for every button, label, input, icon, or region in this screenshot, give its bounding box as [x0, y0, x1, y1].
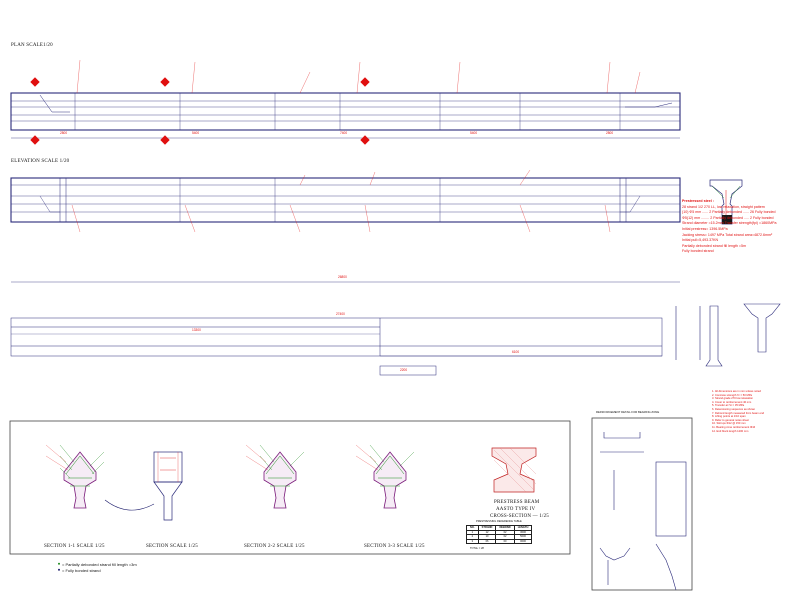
table-cell: 00: [495, 538, 515, 545]
strand-dim-2: 13300: [192, 328, 201, 332]
note2-line: 11. Bearing zone reinforcement Φ16: [712, 425, 756, 429]
sections-frame: [9, 420, 571, 555]
note2-line: 9. Refer to general notes sheet: [712, 418, 749, 422]
legend-debonded: = Partially debonded strand fill length …: [62, 562, 137, 567]
note-line: (10) Φ5 mm ...... 2 Partially debonded .…: [682, 210, 776, 215]
section-1-1-title: SECTION 1-1 SCALE 1/25: [44, 544, 105, 549]
table-total: TOTAL = 28: [470, 547, 484, 550]
note2-line: 12. End block length 1200 mm: [712, 429, 749, 433]
table-cell: 06: [477, 538, 497, 545]
legend: = Partially debonded strand fill length …: [62, 562, 137, 574]
table-cell: 0000: [513, 538, 533, 545]
section-2-2: [259, 444, 305, 509]
legend-bonded-mark: [58, 568, 60, 571]
table-title: PRESTRESSING REFERENCE TABLE: [476, 520, 522, 523]
aashto-beam-section: [491, 447, 537, 493]
plan-dim-5: 2800: [606, 131, 614, 135]
note-line: Fully bonded strand: [682, 249, 714, 254]
section-leaders: [45, 444, 379, 471]
elevation-view: [10, 177, 681, 283]
prestress-notes: Prestressed steel : 28 strand 1/2 270 LL…: [682, 199, 776, 255]
elevation-leaders: [71, 169, 611, 233]
beam-title-2: AASTO TYPE IV: [496, 507, 536, 512]
strand-dim-3: 6100: [512, 350, 520, 354]
section-1-1: [59, 444, 105, 509]
note2-line: 3. Strand grade 270 low relaxation: [712, 397, 753, 401]
note2-line: 4. Cover to reinforcement 40 mm: [712, 400, 752, 404]
note-line: Jacking stress= 1497 MPa Total strand ar…: [682, 232, 773, 237]
section-3-3: [369, 444, 415, 509]
section-3-3-title: SECTION 3-3 SCALE 1/25: [364, 544, 425, 549]
note2-line: 2. Concrete strength f'c = 50 MPa: [712, 393, 753, 397]
note-line: Initial pull=5,493.37KN: [682, 238, 719, 243]
note-line: Φ5(12) mm ........ 2 Partially debonded …: [682, 215, 774, 220]
note2-line: 5. Transfer at f'ci = 35 MPa: [712, 404, 745, 408]
total-length-dim: 26800: [338, 275, 347, 279]
table-cell: 3: [466, 538, 479, 545]
end-detail: [675, 303, 781, 367]
note-line: Initial prestress= 1396.5MPa: [682, 226, 728, 231]
table-row: 3 06 00 0000: [466, 538, 533, 545]
plan-title: PLAN SCALE1/20: [11, 43, 53, 48]
end-section: [709, 179, 743, 225]
section-a: [104, 451, 183, 521]
beam-title-3: CROSS-SECTION — 1/25: [490, 514, 550, 519]
general-notes: 1. All dimensions are in mm unless noted…: [712, 390, 764, 433]
rebar-shapes: [599, 432, 687, 591]
note2-line: 10. Stirrups Φ12 @ 150 mm: [712, 422, 746, 426]
plan-markers: [30, 59, 641, 145]
note-line: Strand diameter =15.2mm Transfer strengt…: [682, 221, 777, 226]
note-line: Partially debonded strand fill length =5…: [682, 243, 747, 248]
prestress-table: NO. STRAND DEBOND LENGTH 1 12 02 3000 2 …: [466, 525, 533, 545]
plan-dim-2: 5400: [192, 131, 200, 135]
legend-debonded-mark: [58, 562, 60, 565]
rebar-frame: [591, 417, 693, 591]
plan-view: [10, 92, 681, 139]
legend-bonded: = Fully bonded strand: [62, 568, 101, 573]
note2-line: 1. All dimensions are in mm unless noted: [712, 390, 761, 393]
plan-dim-1: 2800: [60, 131, 68, 135]
plan-dim-3: 7400: [340, 131, 348, 135]
strand-dim-4: 2200: [400, 368, 408, 372]
note-line: 28 strand 1/2 270 LL, low relaxation, st…: [682, 204, 765, 209]
note-line: Prestressed steel :: [682, 199, 714, 203]
section-2-2-title: SECTION 2-2 SCALE 1/25: [244, 544, 305, 549]
note2-line: 7. Debond length measured from beam end: [712, 411, 764, 415]
note2-line: 6. Detensioning sequence as shown: [712, 407, 756, 411]
plan-dim-4: 5400: [470, 131, 478, 135]
elevation-title: ELEVATION SCALE 1/20: [11, 159, 70, 164]
section-a-title: SECTION SCALE 1/25: [146, 544, 198, 549]
beam-title-1: PRESTRESS BEAM: [494, 500, 540, 505]
strand-diagram: [10, 317, 663, 376]
rebar-title: REINFORCEMENT DETAIL FOR BEARING ZONE: [596, 410, 660, 414]
note2-line: 8. Lifting points at 1/10 span: [712, 415, 746, 419]
strand-dim-1: 27400: [336, 312, 345, 316]
